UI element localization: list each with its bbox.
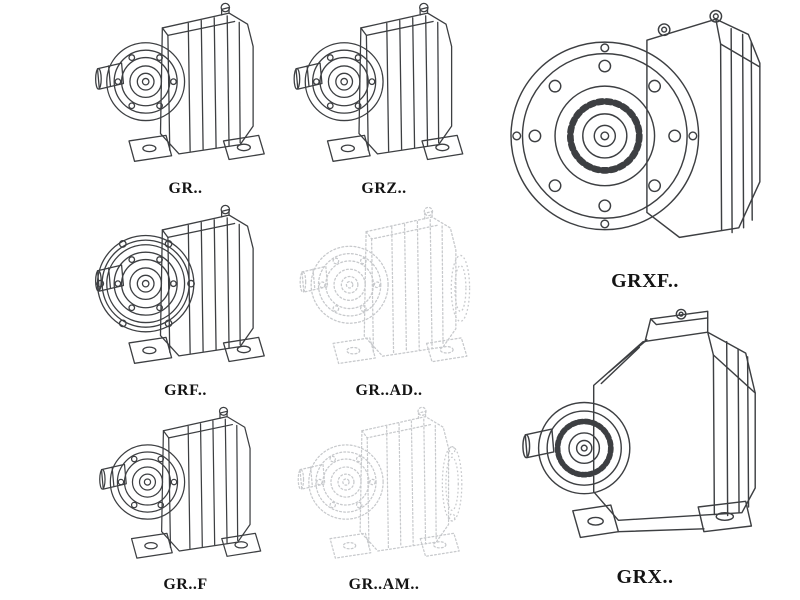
product-label-gr: GR..: [168, 180, 203, 197]
product-cell-grz: GRZ..: [286, 2, 482, 202]
product-label-gr-f: GR..F: [163, 576, 208, 593]
product-label-grx: GRX..: [616, 566, 674, 588]
product-cell-gr-am: GR..AM..: [286, 406, 482, 598]
gearbox-drawing-gr-f: [78, 406, 293, 574]
product-cell-grf: GRF..: [78, 204, 293, 404]
product-cell-grxf: GRXF..: [492, 0, 798, 296]
product-cell-gr-ad: GR..AD..: [286, 206, 492, 404]
gearbox-drawing-gr-am: [286, 406, 463, 574]
product-label-grxf: GRXF..: [611, 270, 679, 292]
product-label-gr-am: GR..AM..: [348, 576, 420, 593]
product-cell-gr-f: GR..F: [78, 406, 293, 598]
gearbox-drawing-grx: [492, 298, 798, 564]
gearbox-drawing-grz: [286, 2, 482, 178]
product-label-grz: GRZ..: [361, 180, 407, 197]
product-label-gr-ad: GR..AD..: [355, 382, 423, 399]
gearbox-drawing-grxf: [492, 0, 798, 268]
product-label-grf: GRF..: [164, 382, 207, 399]
gearbox-drawing-gr-ad: [286, 206, 471, 380]
product-cell-gr: GR..: [78, 2, 293, 202]
gearbox-drawing-grf: [78, 204, 293, 380]
gearbox-drawing-gr: [78, 2, 293, 178]
product-cell-grx: GRX..: [492, 298, 798, 592]
